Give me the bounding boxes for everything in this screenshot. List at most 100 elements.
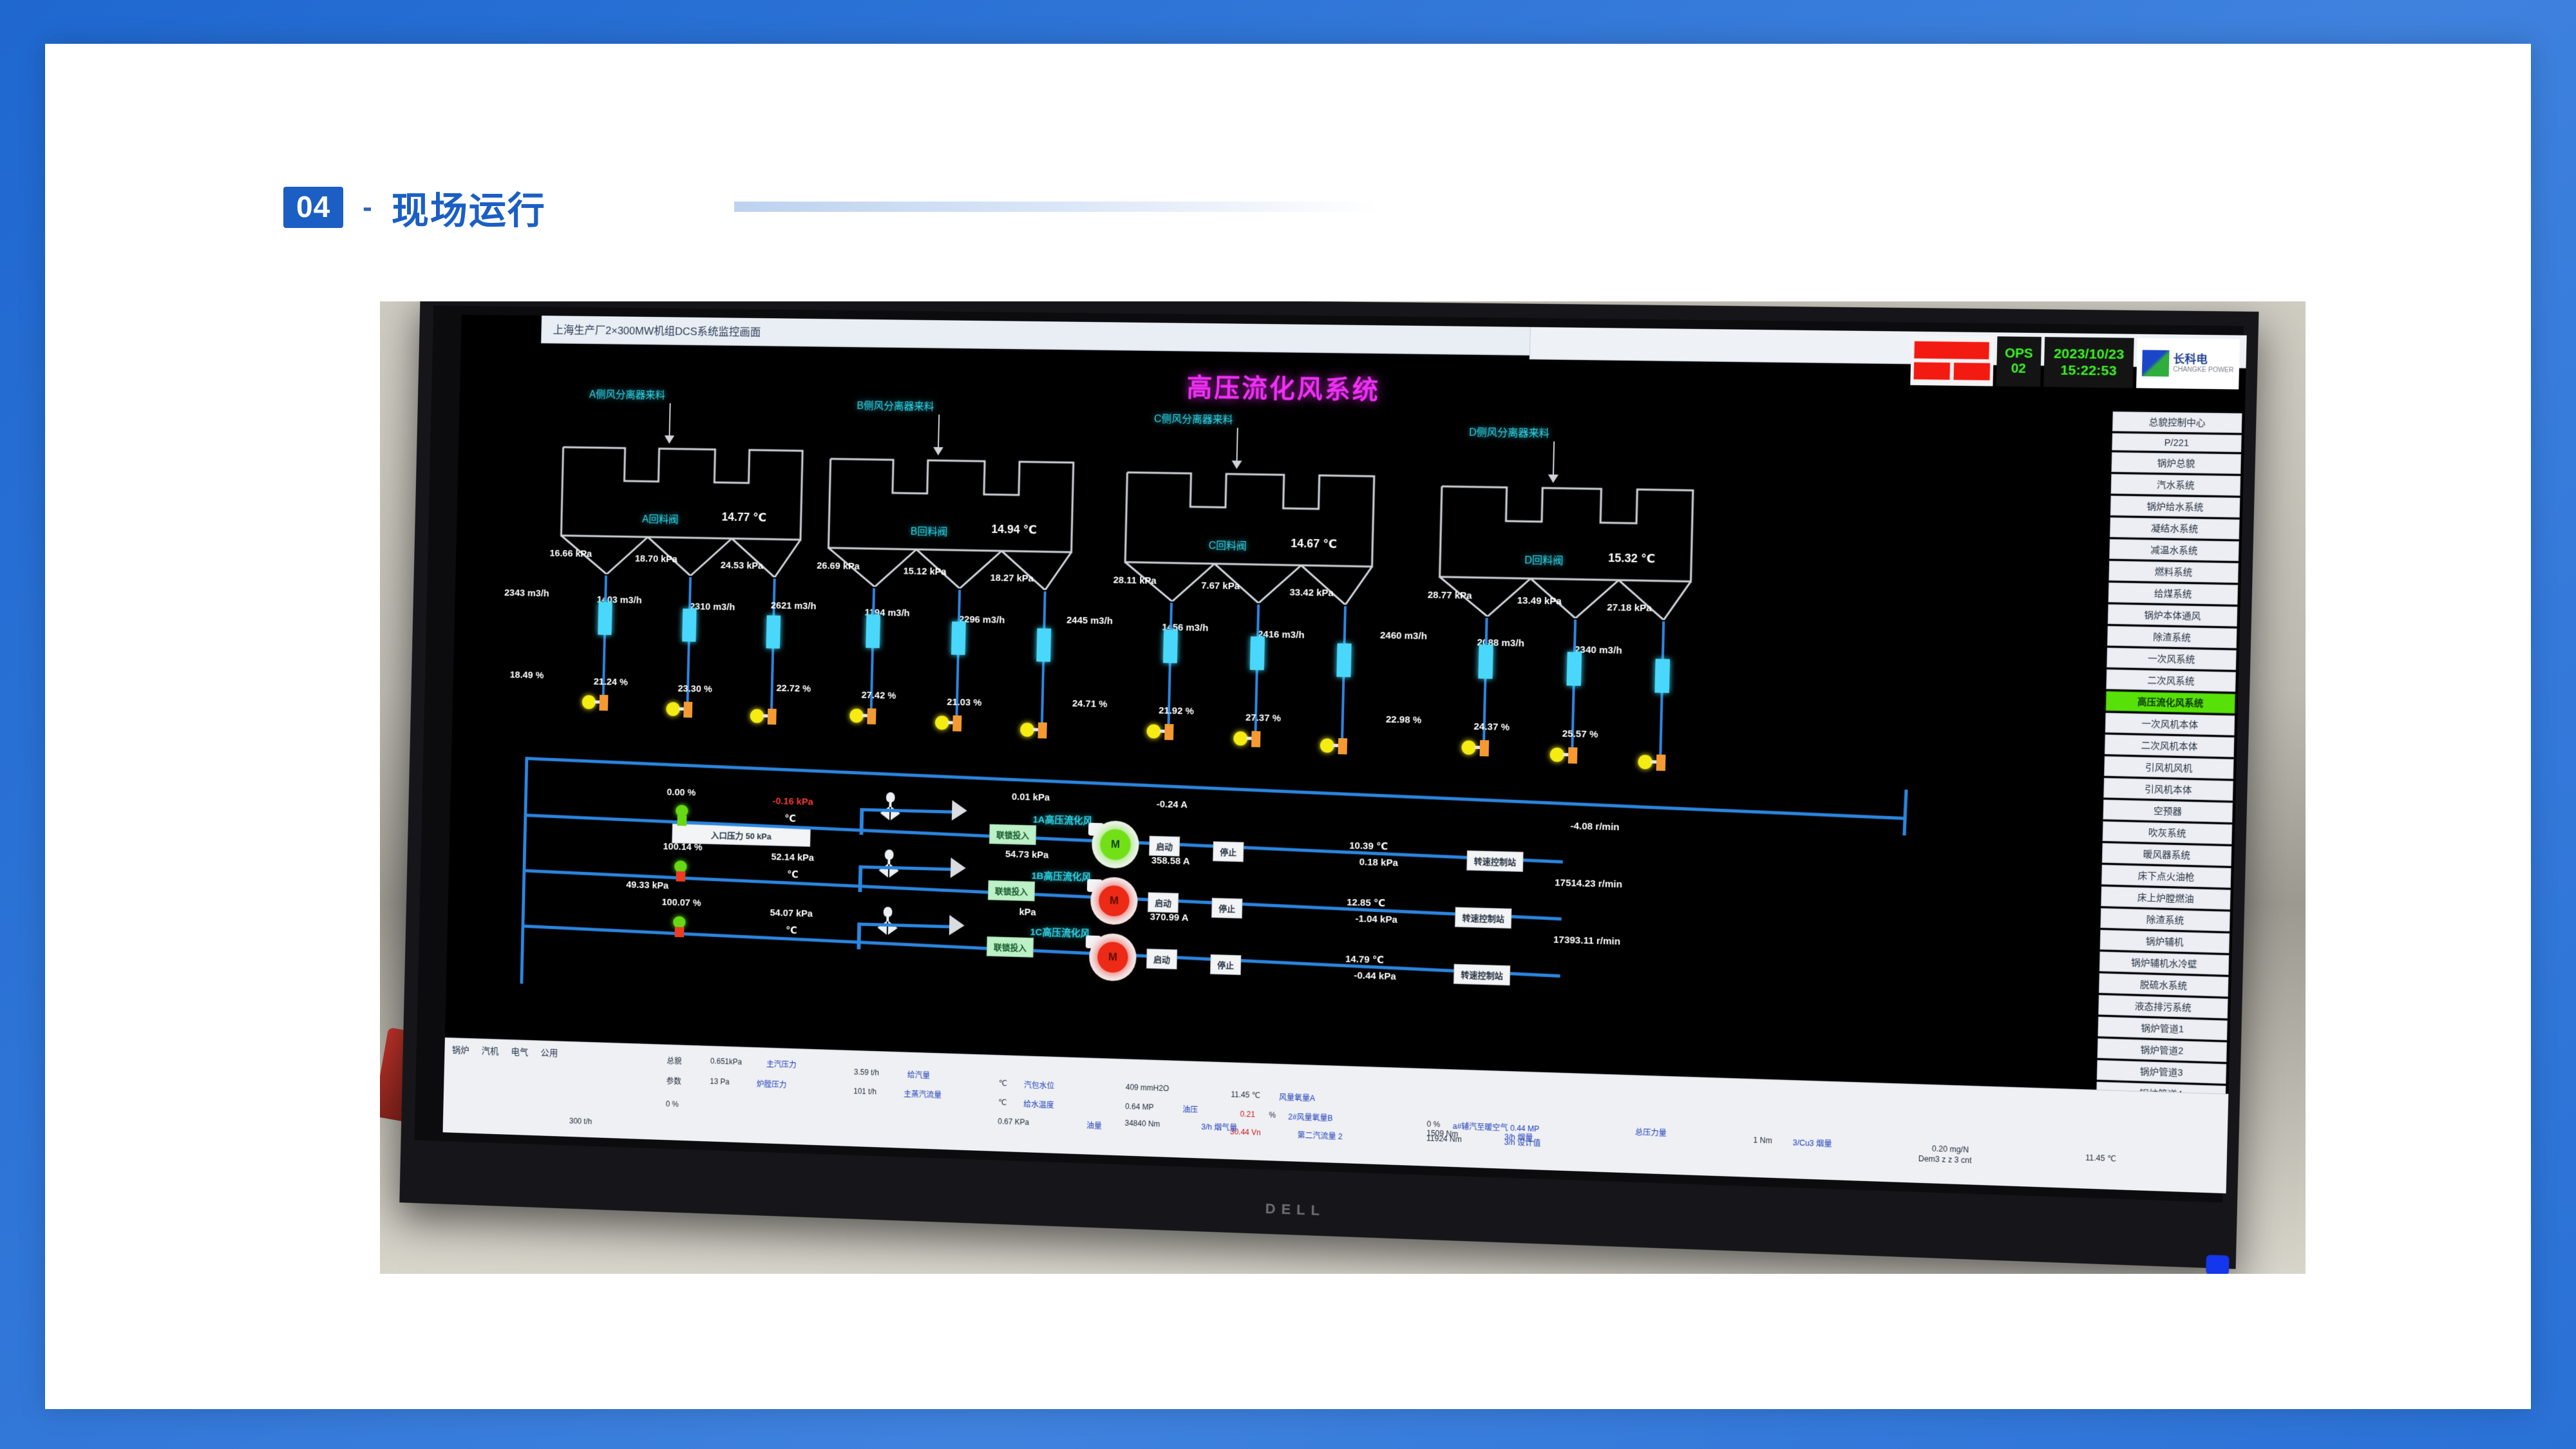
sidebar-item[interactable]: 二次风系统 [2106, 669, 2236, 692]
alarm-tiles[interactable] [1909, 335, 1994, 386]
damper-status-icon[interactable] [672, 860, 689, 882]
sidebar-item[interactable]: 锅炉总貌 [2111, 452, 2242, 474]
monitor-brand-logo: DELL [1265, 1200, 1326, 1219]
sidebar-item[interactable]: 引风机本体 [2103, 777, 2233, 801]
control-valve-icon[interactable] [934, 715, 965, 732]
sidebar-item[interactable]: 液态排污系统 [2098, 994, 2228, 1019]
fan-start-button[interactable]: 启动 [1149, 835, 1180, 857]
sidebar-item[interactable]: 脱硫水系统 [2098, 973, 2229, 997]
sidebar-item[interactable]: 总貌控制中心 [2112, 411, 2242, 433]
control-valve-icon[interactable] [582, 694, 611, 711]
sidebar-item[interactable]: 床下点火油枪 [2101, 864, 2231, 888]
sidebar-item[interactable]: 除渣系统 [2107, 625, 2237, 649]
status-bar-value: 11.45 ℃ [2085, 1153, 2117, 1164]
fan-inlet-temp-unit: ℃ [786, 869, 799, 880]
silencer-icon [949, 914, 965, 936]
valve-open-percent: 21.03 % [947, 696, 982, 708]
sidebar-item[interactable]: 锅炉管道2 [2097, 1038, 2228, 1063]
status-bar-tab[interactable]: 锅炉 [451, 1044, 469, 1056]
control-valve-icon[interactable] [750, 708, 779, 725]
pressure-value: 28.77 kPa [1427, 589, 1472, 601]
fan-interlock-button[interactable]: 联锁投入 [989, 824, 1037, 846]
monitor-bezel: 上海生产厂2×300MW机组DCS系统监控画面 [399, 301, 2259, 1274]
fan-interlock-button[interactable]: 联锁投入 [987, 880, 1036, 902]
fan-stop-button[interactable]: 停止 [1213, 841, 1244, 862]
control-valve-icon[interactable] [1233, 731, 1263, 748]
status-bar-tab[interactable]: 电气 [511, 1046, 529, 1057]
alarm-tile[interactable] [1953, 362, 1991, 381]
alarm-tile[interactable] [1913, 361, 1951, 381]
sidebar-item[interactable]: 锅炉管道1 [2098, 1016, 2228, 1041]
control-valve-icon[interactable] [1146, 724, 1176, 741]
dcs-window-titlebar: 上海生产厂2×300MW机组DCS系统监控画面 [540, 314, 1544, 356]
alarm-tile[interactable] [1913, 340, 1990, 360]
sidebar-item[interactable]: 汽水系统 [2110, 473, 2241, 496]
control-valve-icon[interactable] [1019, 722, 1050, 739]
header-bus-pipe [525, 757, 1907, 820]
control-valve-icon[interactable] [849, 708, 878, 724]
status-bar-tab[interactable]: 公用 [540, 1047, 558, 1058]
header-pressure-value: 49.33 kPa [626, 879, 669, 891]
damper-status-icon[interactable] [671, 916, 688, 938]
flow-meter-icon [1336, 643, 1352, 677]
sidebar-item[interactable]: 暖风器系统 [2101, 843, 2232, 866]
fan-start-button[interactable]: 启动 [1147, 892, 1179, 913]
control-valve-icon[interactable] [1320, 738, 1350, 755]
status-bar-value: 参数 [666, 1076, 681, 1086]
fan-speed-control-button[interactable]: 转速控制站 [1453, 963, 1511, 986]
status-bar-value: 0 % [1426, 1119, 1441, 1130]
sidebar-item[interactable]: 一次风机本体 [2105, 712, 2235, 735]
fan-status-icon[interactable]: M [1085, 933, 1137, 982]
sidebar-item[interactable]: 凝结水系统 [2109, 517, 2240, 540]
isolation-valve-icon[interactable] [878, 792, 902, 821]
status-bar-value: 汽包水位 [1023, 1081, 1055, 1091]
sidebar-item[interactable]: 锅炉辅机 [2099, 929, 2230, 954]
sidebar-item[interactable]: 除渣系统 [2100, 908, 2230, 932]
fan-speed-control-button[interactable]: 转速控制站 [1466, 850, 1524, 872]
fan-status-icon[interactable]: M [1086, 876, 1139, 925]
sidebar-item[interactable]: 空预器 [2103, 799, 2233, 823]
fan-outlet-pressure: 54.73 kPa [1005, 848, 1049, 861]
fan-motor-pressure: -1.04 kPa [1355, 913, 1397, 926]
sidebar-item[interactable]: 锅炉辅机水冷壁 [2099, 951, 2230, 975]
isolation-valve-icon[interactable] [877, 849, 900, 878]
sidebar-item[interactable]: P/221 [2112, 433, 2242, 453]
damper-status-icon[interactable] [674, 804, 690, 826]
sidebar-item[interactable]: 给煤系统 [2108, 582, 2239, 605]
control-valve-icon[interactable] [1638, 754, 1668, 772]
fan-speed-control-button[interactable]: 转速控制站 [1454, 907, 1512, 929]
sidebar-item[interactable]: 锅炉本体通风 [2107, 604, 2238, 627]
sidebar-item[interactable]: 引风机风机 [2104, 756, 2234, 779]
sidebar-item[interactable]: 床上炉膛燃油 [2101, 886, 2231, 910]
fan-start-button[interactable]: 启动 [1146, 949, 1178, 970]
sidebar-item[interactable]: 一次风系统 [2107, 647, 2237, 670]
separator-group-D: D侧风分离器来料 [1380, 423, 1711, 772]
status-bar-value: 0.21 [1240, 1109, 1256, 1119]
sidebar-item[interactable]: 高压流化风系统 [2105, 691, 2236, 714]
fan-rpm: 17514.23 r/min [1554, 877, 1623, 891]
isolation-valve-icon[interactable] [876, 906, 899, 936]
status-bar-tabs: 锅炉 汽机 电气公用 [452, 1043, 558, 1059]
sidebar-item[interactable]: 二次风机本体 [2104, 734, 2235, 757]
fan-current: 370.99 A [1150, 911, 1189, 923]
control-valve-icon[interactable] [1461, 740, 1492, 757]
control-valve-icon[interactable] [666, 701, 695, 718]
sidebar-item[interactable]: 锅炉管道3 [2096, 1060, 2227, 1084]
status-bar-tab[interactable]: 汽机 [481, 1045, 499, 1056]
datetime-display: 2023/10/23 15:22:53 [2043, 337, 2134, 388]
fan-valve-top-pipe [860, 808, 955, 814]
sidebar-item[interactable]: 吹灰系统 [2102, 821, 2233, 845]
fan-interlock-button[interactable]: 联锁投入 [986, 936, 1034, 958]
fan-stop-button[interactable]: 停止 [1211, 898, 1243, 919]
separator-feed-label: B侧风分离器来料 [857, 401, 934, 413]
sidebar-item[interactable]: 燃料系统 [2108, 560, 2239, 583]
sidebar-item[interactable]: 锅炉给水系统 [2110, 495, 2240, 518]
status-bar-value: 第二汽流量 2 [1297, 1130, 1343, 1142]
flow-meter-icon [766, 615, 781, 649]
fan-stop-button[interactable]: 停止 [1209, 954, 1242, 976]
fan-status-icon[interactable]: M [1088, 820, 1140, 869]
system-title: 高压流化风系统 [1186, 374, 1381, 405]
control-valve-icon[interactable] [1549, 747, 1580, 764]
sidebar-item[interactable]: 减温水系统 [2109, 539, 2239, 562]
header-bus-drop [1902, 790, 1908, 836]
